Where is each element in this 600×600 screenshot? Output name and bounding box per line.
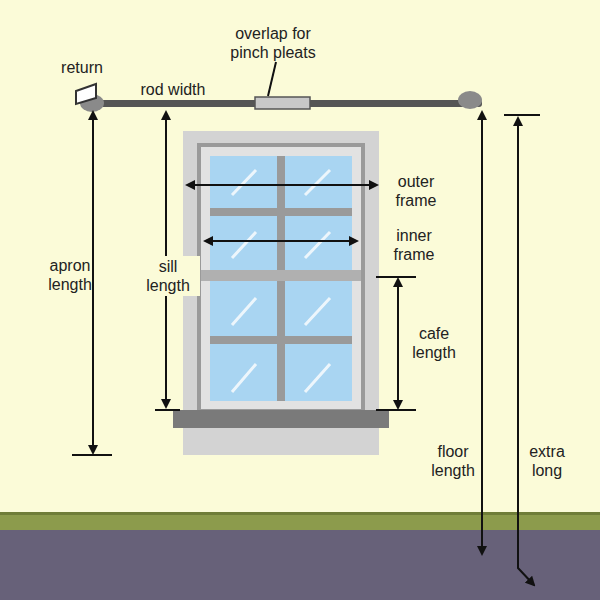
window: [173, 131, 389, 455]
extra-long-label: extra long: [522, 442, 572, 480]
floor: [0, 512, 600, 600]
return-label: return: [52, 58, 112, 77]
sill-length-label: sill length: [136, 256, 200, 296]
inner-frame-label: inner frame: [384, 226, 444, 264]
cafe-length-label: cafe length: [404, 324, 464, 362]
overlap-label: overlap for pinch pleats: [218, 24, 328, 62]
outer-frame-label: outer frame: [386, 172, 446, 210]
apron-length-label: apron length: [40, 256, 100, 294]
rod-width-label: rod width: [128, 80, 218, 99]
dimension-lines: [72, 112, 540, 585]
floor-length-label: floor length: [426, 442, 480, 480]
curtain-rod: [76, 62, 482, 112]
